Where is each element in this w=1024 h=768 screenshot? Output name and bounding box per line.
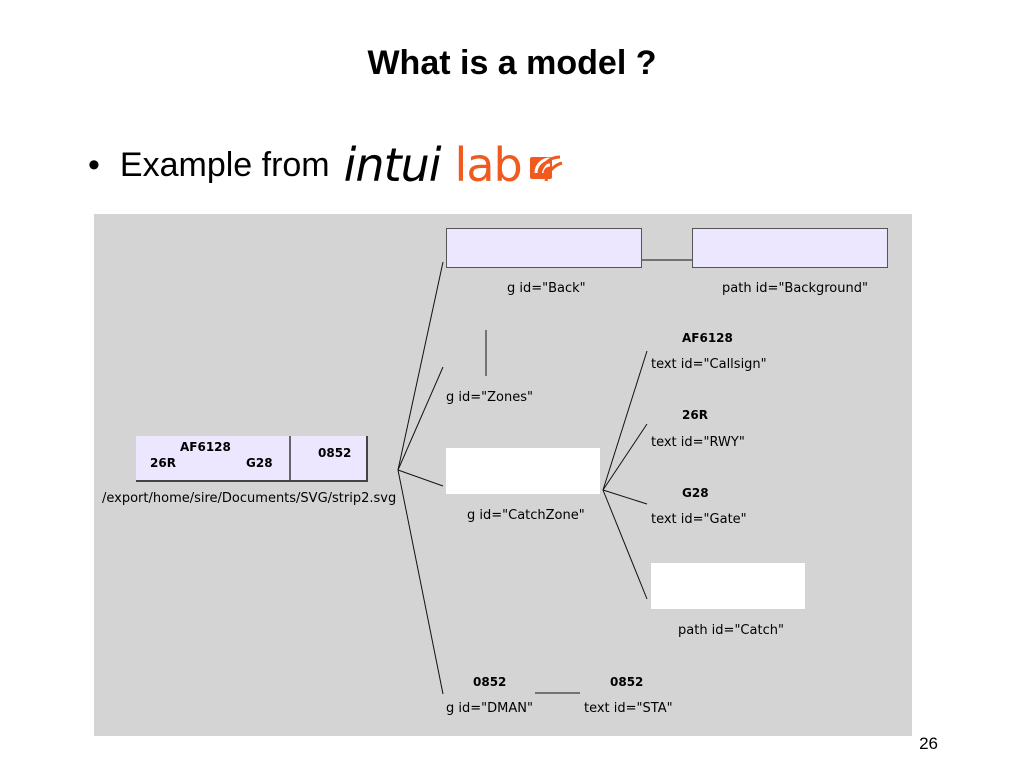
callsign-label: text id="Callsign" [651, 357, 767, 372]
sta-label: text id="STA" [584, 701, 673, 716]
strip-path-label: /export/home/sire/Documents/SVG/strip2.s… [102, 491, 397, 506]
background-box [692, 228, 888, 268]
edge-root-zones [397, 366, 444, 471]
catch-label: path id="Catch" [678, 623, 784, 638]
bullet-text: Example from [119, 145, 330, 184]
bullet-dot: • [88, 145, 100, 184]
rwy-label: text id="RWY" [651, 435, 745, 450]
edge-root-back [397, 261, 444, 471]
connector-lines [397, 259, 692, 695]
back-label: g id="Back" [507, 281, 586, 296]
zones-label: g id="Zones" [446, 390, 533, 405]
catchzone-box [446, 448, 600, 494]
strip-rwy: 26R [150, 456, 176, 470]
dman-label: g id="DMAN" [446, 701, 533, 716]
flight-strip: AF6128 26R G28 0852 [136, 436, 368, 482]
catch-box [651, 563, 805, 609]
intuilab-mark-icon [529, 155, 563, 182]
edge-catchzone-catch [602, 489, 648, 600]
strip-sta: 0852 [318, 446, 352, 460]
gate-value: G28 [682, 486, 709, 500]
edge-root-catchzone [397, 469, 444, 487]
dman-value: 0852 [473, 675, 507, 689]
sta-value: 0852 [610, 675, 644, 689]
logo-text-lab: lab [454, 138, 523, 192]
logo-text-intui: intui [343, 138, 442, 192]
catchzone-label: g id="CatchZone" [467, 508, 585, 523]
diagram-panel: g id="Back" path id="Background" g id="Z… [94, 214, 912, 736]
edge-root-dman [397, 469, 444, 695]
edge-catchzone-rwy [602, 423, 648, 491]
bullet-item: • Example from intui lab [88, 138, 564, 192]
edge-catchzone-gate [602, 489, 648, 505]
slide-title: What is a model ? [367, 44, 657, 82]
edge-catchzone-callsign [602, 350, 648, 491]
page-number: 26 [919, 734, 938, 753]
intuilab-logo: intui lab [344, 138, 564, 192]
callsign-value: AF6128 [682, 331, 733, 345]
strip-callsign: AF6128 [180, 440, 231, 454]
background-label: path id="Background" [722, 281, 868, 296]
rwy-value: 26R [682, 408, 708, 422]
gate-label: text id="Gate" [651, 512, 747, 527]
strip-divider [289, 436, 291, 480]
back-box [446, 228, 642, 268]
strip-gate: G28 [246, 456, 273, 470]
